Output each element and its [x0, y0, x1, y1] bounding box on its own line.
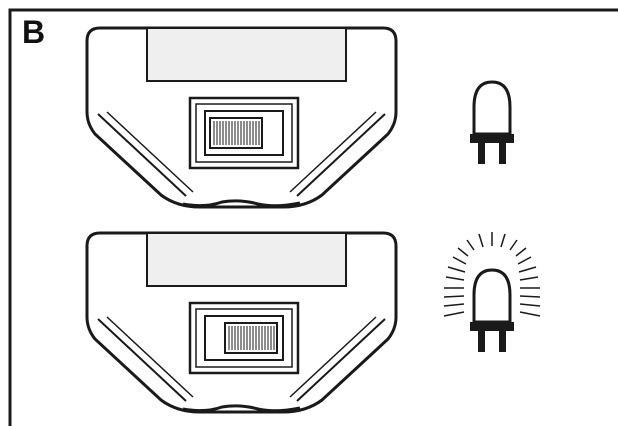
switch-slider-on [224, 322, 278, 354]
led-on-icon [468, 268, 516, 354]
panel-frame [8, 8, 618, 426]
panel-label: B [22, 14, 46, 50]
light-rays [443, 232, 541, 317]
led-off-icon [468, 80, 516, 166]
switch-slider-off [209, 117, 263, 149]
